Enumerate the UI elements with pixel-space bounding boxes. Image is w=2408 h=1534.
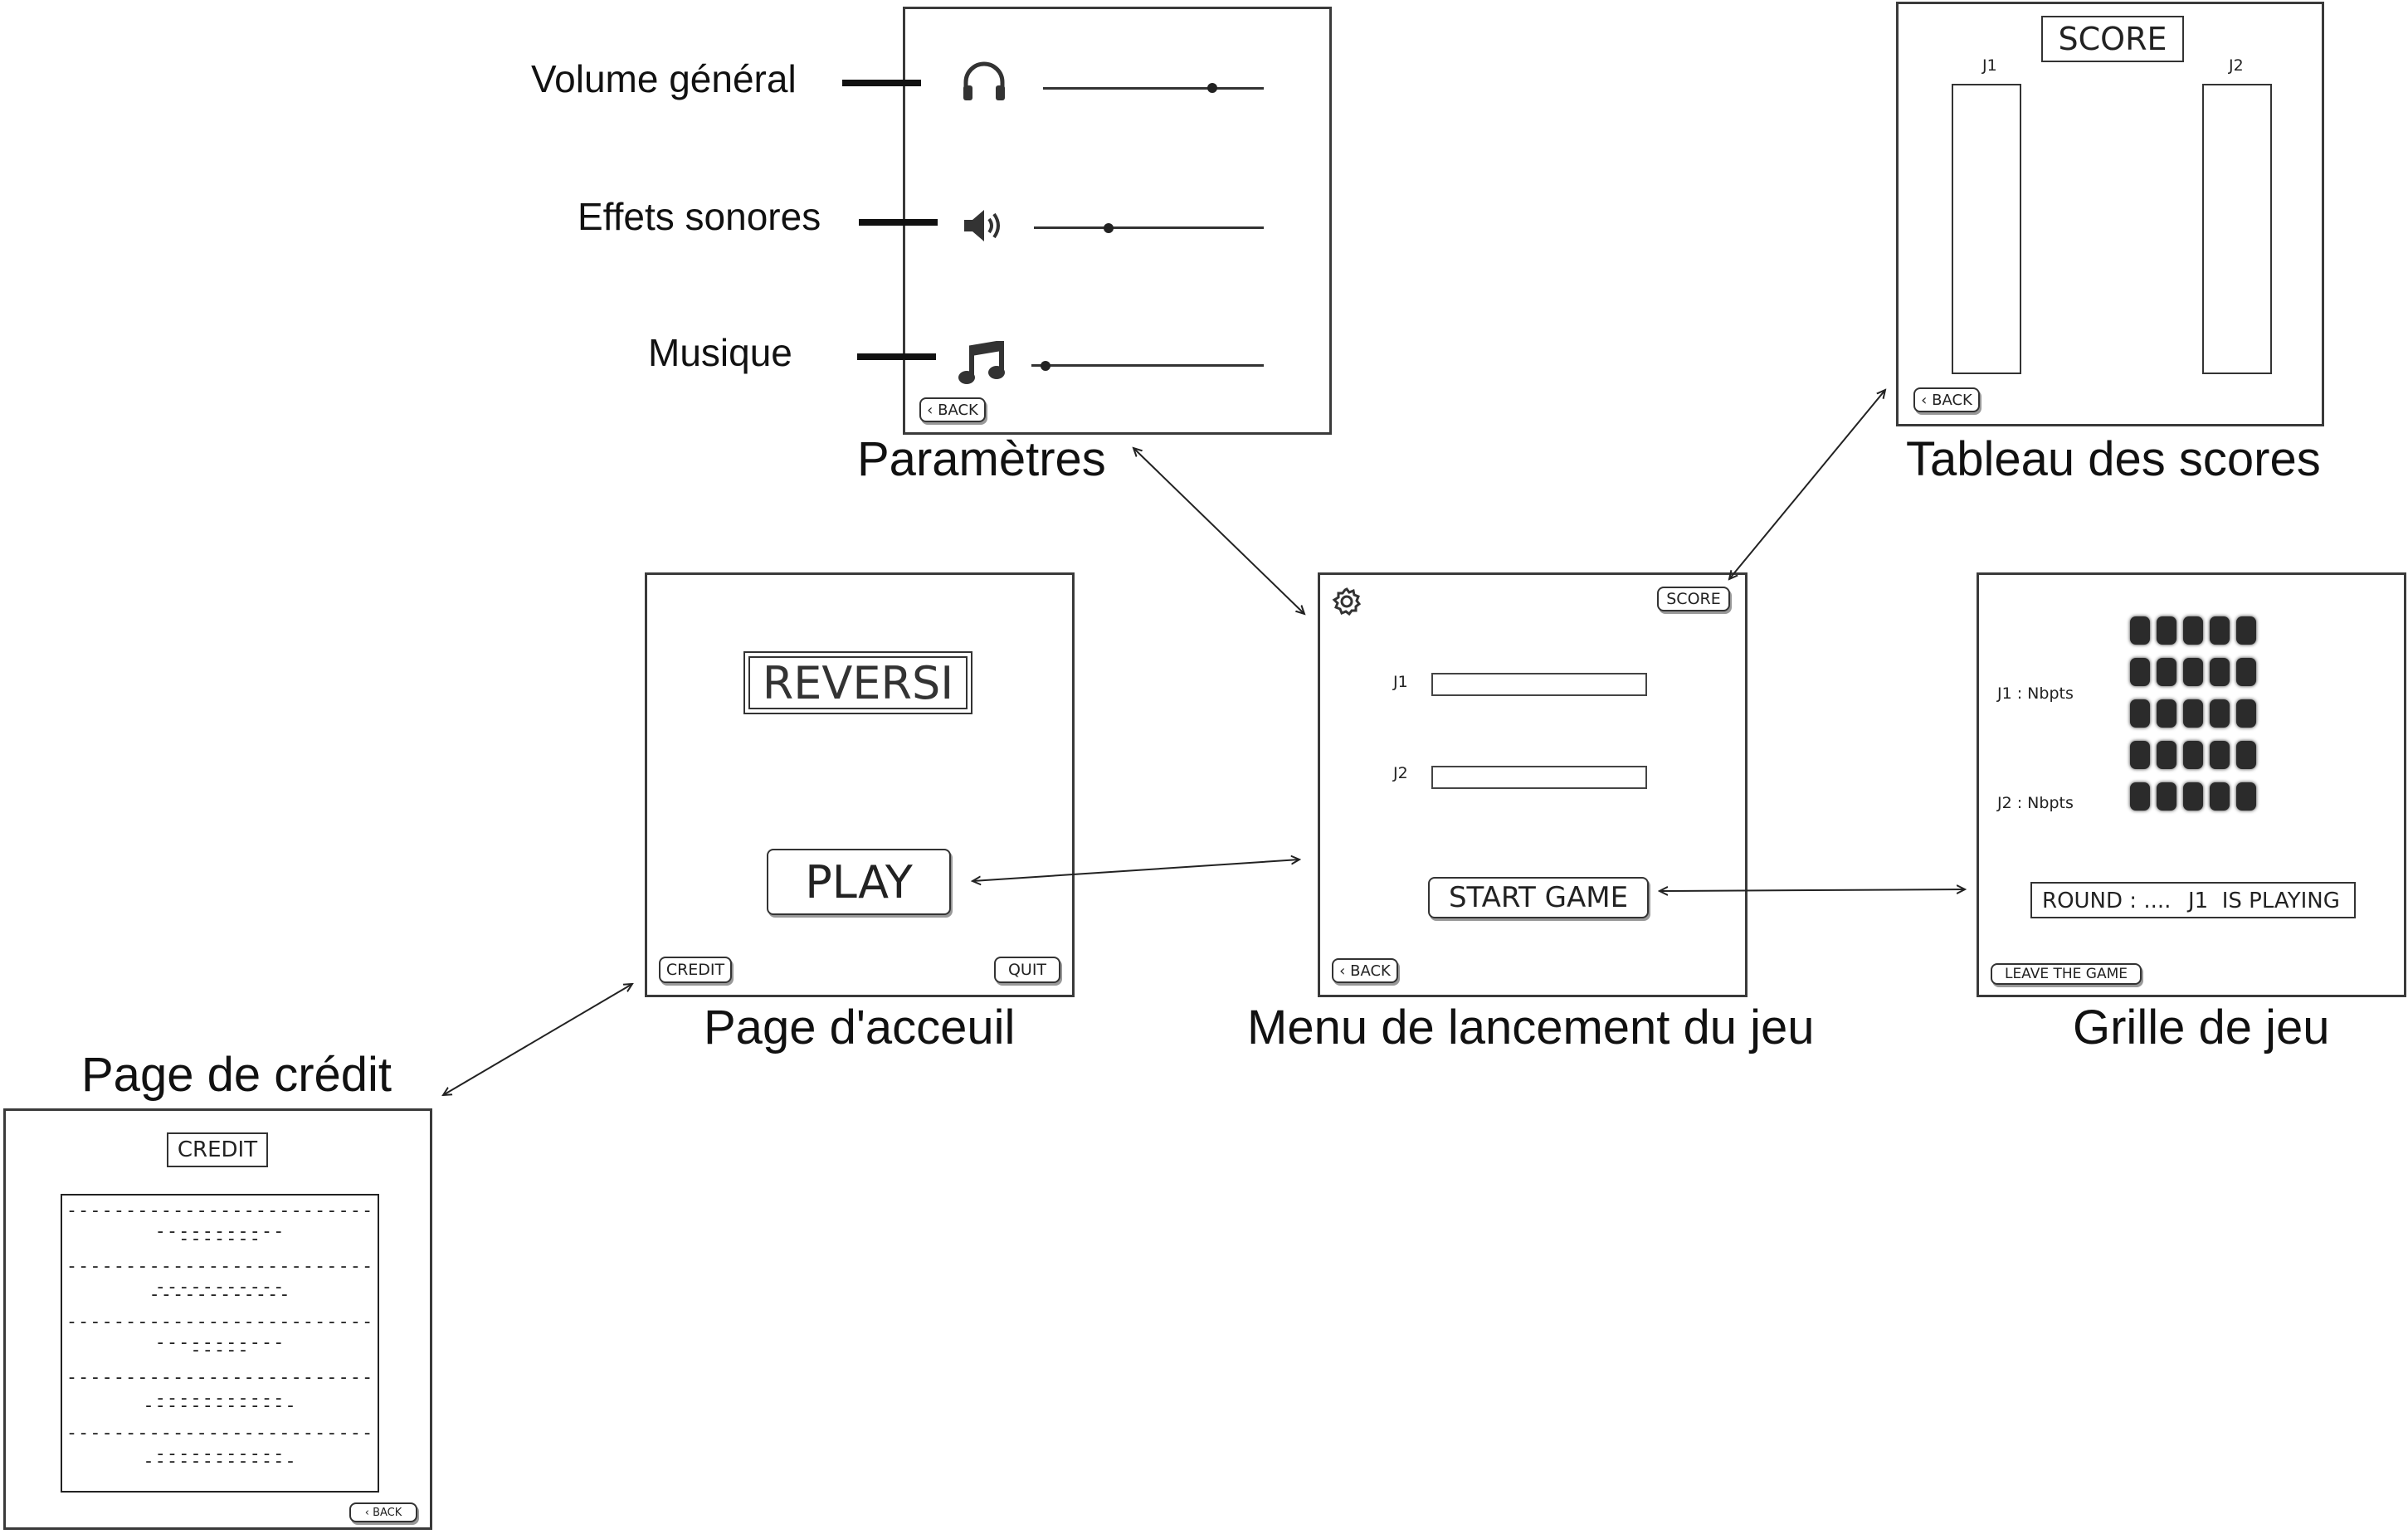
arrow-scores-menu [1729,390,1885,579]
board-cell[interactable] [2157,782,2176,811]
credit-caption: Page de crédit [81,1048,392,1102]
music-connector [857,353,936,360]
menu-screen: SCORE J1 J2 START GAME ‹ BACK [1318,572,1748,997]
credit-line: ------------- [143,1395,297,1416]
menu-score-button[interactable]: SCORE [1657,587,1730,611]
score-j1-column [1952,84,2021,374]
turn-label: J1 IS PLAYING [2188,889,2340,913]
music-label: Musique [648,331,792,374]
credit-screen: CREDIT ---------------------------------… [3,1108,432,1530]
scores-caption: Tableau des scores [1906,432,2321,486]
credit-line: ------------- [143,1450,297,1472]
effects-slider-knob[interactable] [1104,223,1114,233]
board-cell[interactable] [2210,699,2230,728]
board-cell[interactable] [2210,616,2230,645]
board-cell[interactable] [2157,699,2176,728]
score-j2-label: J2 [2229,56,2244,75]
game-board[interactable] [2130,616,2263,819]
board-cell[interactable] [2130,782,2150,811]
quit-button[interactable]: QUIT [994,957,1060,983]
home-caption: Page d'acceuil [704,1001,1016,1054]
board-cell[interactable] [2236,699,2256,728]
game-caption: Grille de jeu [2073,1001,2330,1054]
arrow-menu-game [1660,889,1965,891]
volume-slider-track[interactable] [1043,87,1264,90]
board-cell[interactable] [2130,699,2150,728]
board-cell[interactable] [2130,658,2150,686]
effects-connector [859,219,938,226]
menu-back-button[interactable]: ‹ BACK [1332,958,1398,983]
speaker-icon [964,210,1000,241]
menu-caption: Menu de lancement du jeu [1247,1001,1815,1054]
arrow-credit-home [443,984,632,1095]
j2-points: J2 : Nbpts [1997,794,2074,812]
board-cell[interactable] [2157,658,2176,686]
round-status-bar: ROUND : .... J1 IS PLAYING [2030,882,2356,918]
credit-text-box: ----------------------------------------… [61,1194,379,1493]
credit-line: ----- [190,1339,250,1361]
music-slider-track[interactable] [1031,364,1264,367]
game-screen: J1 : Nbpts J2 : Nbpts ROUND : .... J1 IS… [1977,572,2406,997]
board-cell[interactable] [2183,741,2203,769]
credit-button[interactable]: CREDIT [659,957,732,983]
menu-j1-label: J1 [1393,673,1408,691]
board-cell[interactable] [2157,741,2176,769]
leave-game-button[interactable]: LEAVE THE GAME [1991,963,2142,985]
board-cell[interactable] [2183,782,2203,811]
board-cell[interactable] [2183,699,2203,728]
start-game-button[interactable]: START GAME [1428,877,1649,918]
score-j2-column [2202,84,2272,374]
credit-title: CREDIT [167,1132,268,1167]
round-label: ROUND : .... [2042,889,2172,913]
effects-label: Effets sonores [578,195,821,238]
j2-name-field[interactable] [1431,766,1647,789]
board-cell[interactable] [2236,616,2256,645]
arrow-play-menu [972,860,1299,881]
music-note-icon [958,341,1005,384]
credit-line: ------------------------------------- [66,1200,374,1242]
reversi-title: REVERSI [743,651,972,714]
credit-line: ------------------------------------- [66,1256,374,1298]
settings-caption: Paramètres [857,432,1106,486]
home-screen: REVERSI PLAY CREDIT QUIT [645,572,1075,997]
credit-line: ------------------------------------- [66,1423,374,1464]
board-cell[interactable] [2157,616,2176,645]
board-cell[interactable] [2210,741,2230,769]
gear-icon[interactable] [1332,587,1362,616]
board-cell[interactable] [2236,658,2256,686]
scores-back-button[interactable]: ‹ BACK [1913,387,1980,412]
arrow-settings-menu [1133,448,1304,614]
board-cell[interactable] [2210,782,2230,811]
credit-line: ------------------------------------- [66,1312,374,1353]
board-cell[interactable] [2183,616,2203,645]
play-button[interactable]: PLAY [767,849,951,915]
music-slider-knob[interactable] [1041,361,1050,371]
board-cell[interactable] [2183,658,2203,686]
settings-screen: ‹ BACK [903,7,1332,435]
menu-j2-label: J2 [1393,764,1408,782]
settings-back-button[interactable]: ‹ BACK [919,397,986,422]
scores-screen: SCORE J1 J2 ‹ BACK [1896,2,2324,426]
score-j1-label: J1 [1982,56,1997,75]
volume-connector [842,80,921,86]
j1-name-field[interactable] [1431,673,1647,696]
board-cell[interactable] [2236,782,2256,811]
board-cell[interactable] [2130,741,2150,769]
credit-line: ------- [178,1228,261,1249]
board-cell[interactable] [2210,658,2230,686]
j1-points: J1 : Nbpts [1997,684,2074,703]
board-cell[interactable] [2236,741,2256,769]
score-title: SCORE [2041,16,2184,62]
credit-line: ------------------------------------- [66,1367,374,1409]
volume-label: Volume général [531,57,797,100]
credit-line: ------------ [149,1283,291,1305]
effects-slider-track[interactable] [1034,226,1264,229]
headphones-icon [963,61,1005,100]
volume-slider-knob[interactable] [1207,83,1217,93]
credit-back-button[interactable]: ‹ BACK [349,1502,417,1522]
board-cell[interactable] [2130,616,2150,645]
